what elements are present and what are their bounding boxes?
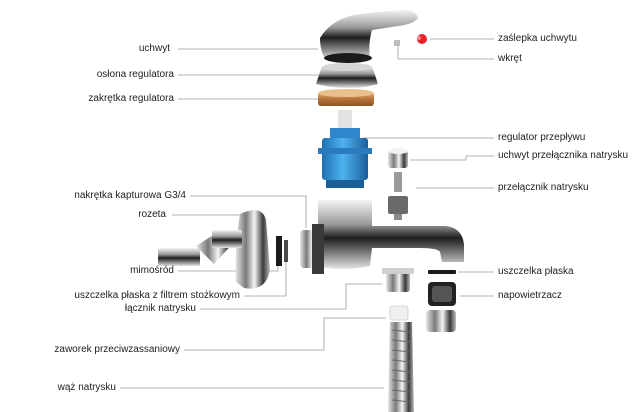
label-nakretka-kapturowa: nakrętka kapturowa G3/4 — [74, 190, 186, 201]
gasket-part — [276, 236, 288, 266]
rosette-part — [235, 210, 270, 289]
label-mimosrod: mimośród — [130, 265, 174, 276]
label-napowietrzacz: napowietrzacz — [498, 290, 562, 301]
label-przelacznik-natrysku: przełącznik natrysku — [498, 182, 589, 193]
brass-nut-part — [318, 89, 374, 106]
label-oslona-regulatora: osłona regulatora — [96, 69, 174, 80]
leader-uchwyt-przel — [410, 155, 494, 161]
screw-part — [394, 40, 400, 46]
label-wkret: wkręt — [498, 53, 522, 64]
handle-part — [320, 9, 418, 63]
leader-lacznik — [200, 283, 382, 310]
label-lacznik-natrysku: łącznik natrysku — [124, 303, 196, 314]
hose-part — [388, 322, 414, 412]
label-uszczelka-filtr: uszczelka płaska z filtrem stożkowym — [74, 290, 240, 301]
label-zakretka-regulatora: zakrętka regulatora — [88, 93, 174, 104]
leader-nakretka — [190, 195, 307, 228]
switch-part — [388, 172, 408, 220]
red-cap-part — [417, 34, 427, 44]
label-regulator-przeplywu: regulator przepływu — [498, 132, 586, 143]
leader-lines — [120, 38, 494, 389]
label-zaworek: zaworek przeciwzassaniowy — [54, 344, 180, 355]
switch-knob-part — [388, 148, 408, 168]
eccentric-part — [158, 230, 242, 266]
label-zaslepka-uchwytu: zaślepka uchwytu — [498, 33, 577, 44]
flat-gasket-part — [428, 270, 456, 274]
faucet-body-part — [300, 200, 464, 274]
label-uszczelka-plaska: uszczelka płaska — [498, 266, 574, 277]
label-uchwyt-przelacznika: uchwyt przełącznika natrysku — [498, 150, 629, 161]
aerator-part — [426, 282, 456, 332]
shower-connector-part — [382, 268, 414, 292]
label-waz-natrysku: wąż natrysku — [57, 382, 116, 393]
leader-zaworek — [184, 317, 386, 351]
leader-uszczelka-filtr — [244, 250, 287, 297]
label-rozeta: rozeta — [138, 209, 166, 220]
anti-suction-valve-part — [389, 305, 409, 321]
leader-wkret — [397, 46, 494, 60]
cover-part — [316, 63, 378, 88]
label-uchwyt: uchwyt — [138, 43, 170, 54]
cartridge-part — [318, 110, 372, 188]
